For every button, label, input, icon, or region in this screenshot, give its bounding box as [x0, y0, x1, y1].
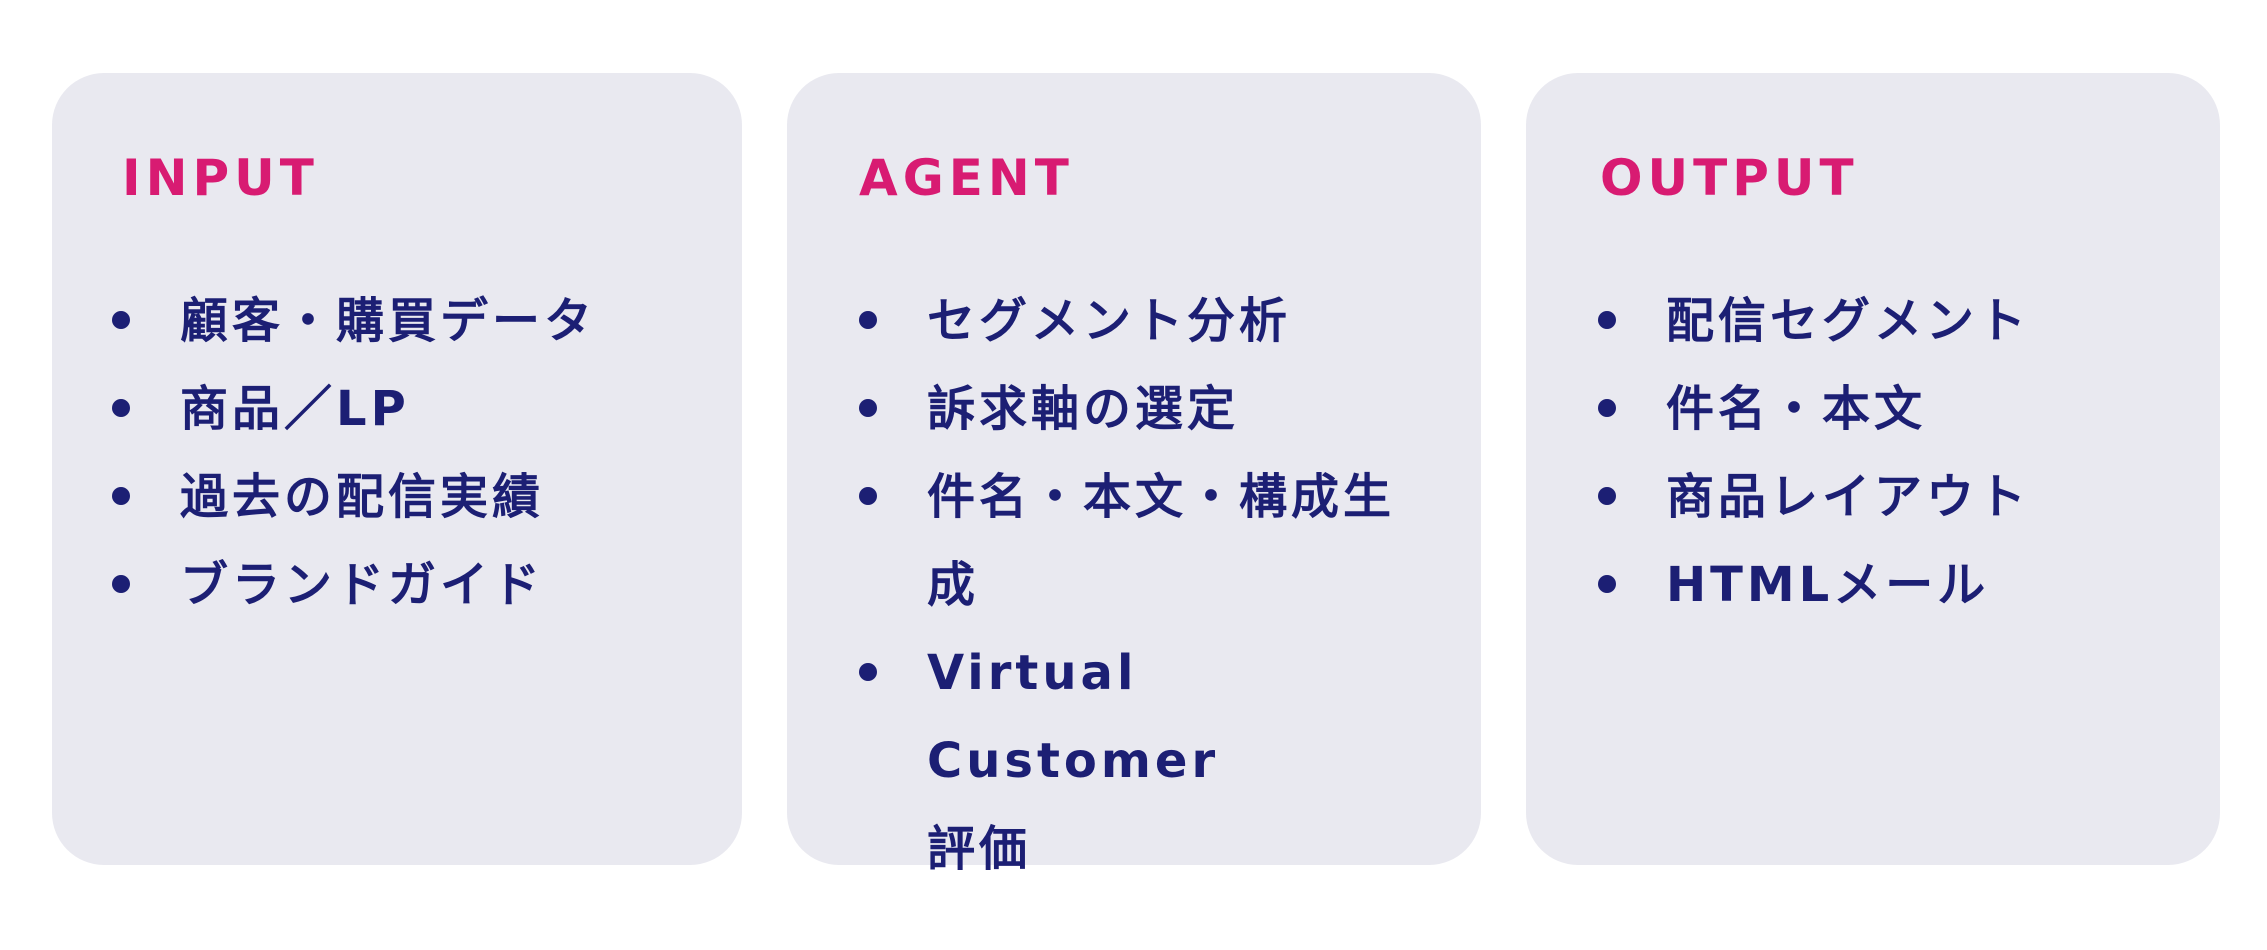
bullet-icon [112, 575, 130, 593]
agent-item-list: セグメント分析 訴求軸の選定 件名・本文・構成生 成 Virtual Custo… [859, 277, 1431, 893]
item-label: HTMLメール [1666, 557, 1990, 613]
bullet-icon [112, 487, 130, 505]
input-item-list: 顧客・購買データ 商品／LP 過去の配信実績 ブランドガイド [112, 277, 692, 629]
list-item: 顧客・購買データ [112, 277, 692, 365]
output-card-title: OUTPUT [1600, 149, 1859, 207]
list-item: セグメント分析 [859, 277, 1431, 365]
item-label: 件名・本文 [1666, 381, 1927, 437]
bullet-icon [1598, 487, 1616, 505]
list-item: 件名・本文 [1598, 365, 2170, 453]
list-item: 配信セグメント [1598, 277, 2170, 365]
list-item: 件名・本文・構成生 成 [859, 453, 1431, 629]
agent-card: AGENT セグメント分析 訴求軸の選定 件名・本文・構成生 成 Virtual… [787, 73, 1481, 877]
item-label: 過去の配信実績 [180, 469, 545, 525]
item-label: Virtual Customer 評価 [927, 645, 1220, 877]
list-item: 過去の配信実績 [112, 453, 692, 541]
item-label: 件名・本文・構成生 成 [927, 469, 1396, 613]
bullet-icon [1598, 575, 1616, 593]
input-card: INPUT 顧客・購買データ 商品／LP 過去の配信実績 ブランドガイド [52, 73, 742, 865]
item-label: セグメント分析 [927, 293, 1292, 349]
list-item: 商品レイアウト [1598, 453, 2170, 541]
item-label: 顧客・購買データ [180, 293, 597, 349]
list-item: 商品／LP [112, 365, 692, 453]
list-item: ブランドガイド [112, 541, 692, 629]
item-label: 配信セグメント [1666, 293, 2031, 349]
list-item: HTMLメール [1598, 541, 2170, 629]
bullet-icon [859, 487, 877, 505]
input-card-title: INPUT [122, 149, 319, 207]
bullet-icon [1598, 311, 1616, 329]
bullet-icon [859, 399, 877, 417]
bullet-icon [112, 399, 130, 417]
item-label: ブランドガイド [180, 557, 545, 613]
item-label: 商品レイアウト [1666, 469, 2031, 525]
agent-card-title: AGENT [859, 149, 1074, 207]
bullet-icon [859, 311, 877, 329]
item-label: 商品／LP [180, 381, 410, 437]
list-item: Virtual Customer 評価 [859, 629, 1431, 893]
list-item: 訴求軸の選定 [859, 365, 1431, 453]
bullet-icon [859, 663, 877, 681]
item-label: 訴求軸の選定 [927, 381, 1240, 437]
bullet-icon [1598, 399, 1616, 417]
bullet-icon [112, 311, 130, 329]
output-card: OUTPUT 配信セグメント 件名・本文 商品レイアウト HTMLメール [1526, 73, 2220, 865]
output-item-list: 配信セグメント 件名・本文 商品レイアウト HTMLメール [1598, 277, 2170, 629]
